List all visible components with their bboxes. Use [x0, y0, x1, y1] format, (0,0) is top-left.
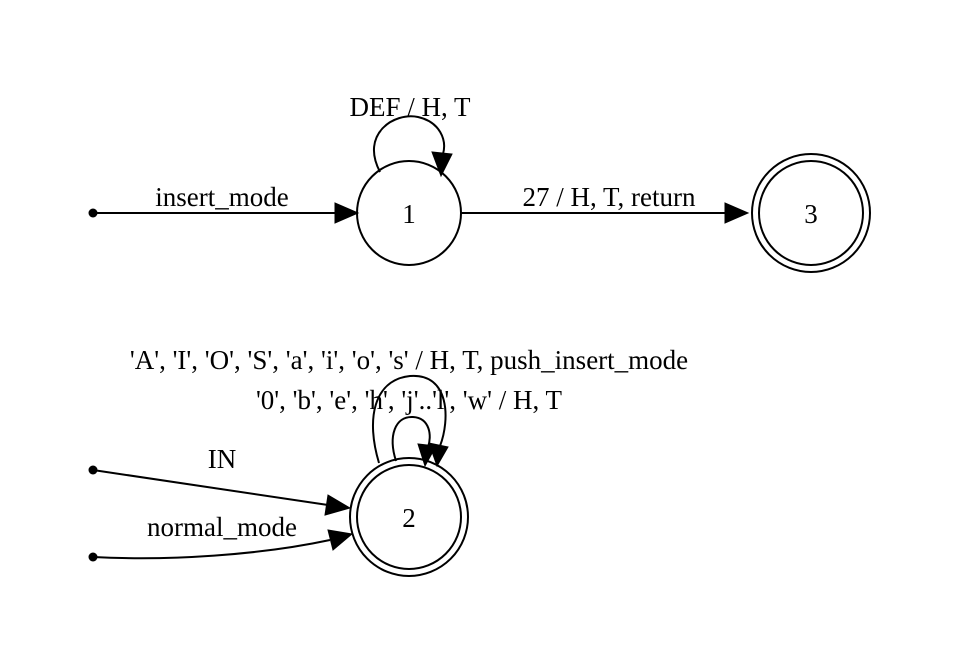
state-outer-ring: [349, 457, 469, 577]
edge-line: [92, 539, 331, 560]
transition-in: IN: [88, 444, 352, 516]
edge-label: IN: [208, 444, 237, 474]
transition-insert-mode: insert_mode: [88, 182, 360, 224]
state-inner-ring: [356, 464, 462, 570]
edge-label: '0', 'b', 'e', 'h', 'j'..'l', 'w' / H, T: [256, 385, 563, 415]
edge-line: [373, 115, 445, 173]
edge-label: normal_mode: [147, 512, 297, 542]
edge-label: DEF / H, T: [349, 92, 471, 122]
state-circle: [356, 160, 462, 266]
arrowhead: [431, 151, 453, 178]
edge-label: insert_mode: [155, 182, 288, 212]
state-label: 2: [402, 503, 416, 533]
state-outer-ring: [751, 153, 871, 273]
edge-label: 'A', 'I', 'O', 'S', 'a', 'i', 'o', 's' /…: [130, 345, 688, 375]
edge-line: [92, 469, 329, 506]
edge-label: 27 / H, T, return: [523, 182, 696, 212]
arrowhead: [327, 529, 354, 551]
transition-normal-mode: normal_mode: [88, 512, 354, 562]
state-3[interactable]: 3: [751, 153, 871, 273]
edge-line: [372, 374, 447, 464]
state-1[interactable]: 1: [356, 160, 462, 266]
state-label: 3: [804, 199, 818, 229]
edge-line: [391, 415, 431, 462]
arrowhead: [324, 494, 352, 516]
state-2[interactable]: 2: [349, 457, 469, 577]
arrowhead: [334, 202, 360, 224]
state-label: 1: [402, 199, 416, 229]
arrowhead: [417, 443, 437, 468]
transition-1-self-loop: DEF / H, T: [349, 92, 471, 178]
transition-2-inner-self-loop: '0', 'b', 'e', 'h', 'j'..'l', 'w' / H, T: [256, 385, 563, 468]
transition-1-to-3: 27 / H, T, return: [461, 182, 750, 224]
arrowhead: [724, 202, 750, 224]
state-inner-ring: [758, 160, 864, 266]
